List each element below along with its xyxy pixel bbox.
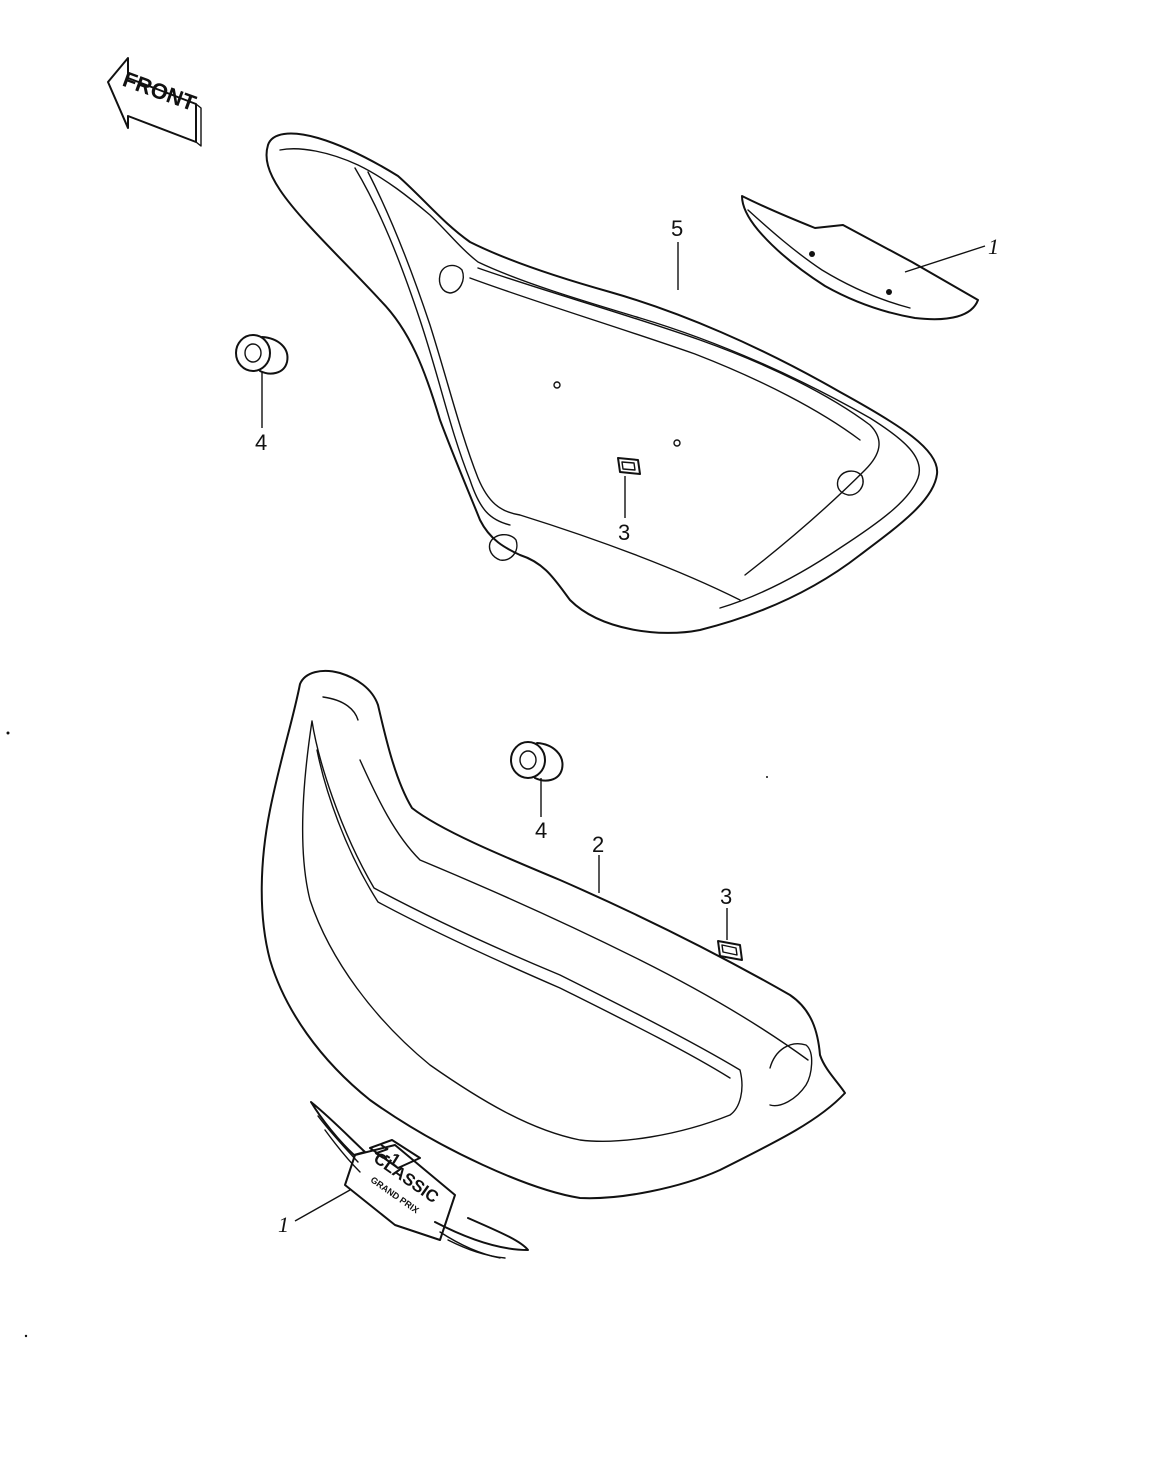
front-label: FRONT	[120, 67, 200, 117]
leader-lines	[261, 242, 986, 1222]
upper-clip	[617, 457, 641, 475]
callout-upper-cover: 5	[671, 216, 683, 241]
callout-upper-clip: 3	[618, 520, 630, 545]
callout-lower-emblem: 1	[278, 1212, 289, 1237]
lower-emblem: Z-1 CLASSIC GRAND PRIX	[310, 1101, 529, 1259]
lower-clip	[717, 940, 743, 961]
scan-speck	[766, 776, 768, 778]
callout-lower-grommet: 4	[535, 818, 547, 843]
lower-side-cover	[260, 669, 846, 1200]
scan-speck	[6, 731, 10, 735]
callout-upper-grommet: 4	[255, 430, 267, 455]
upper-side-cover	[265, 132, 939, 634]
callout-lower-cover: 2	[592, 832, 604, 857]
callout-lower-clip: 3	[720, 884, 732, 909]
upper-grommet	[235, 334, 289, 375]
callout-upper-emblem: 1	[988, 234, 999, 259]
lower-grommet	[510, 741, 564, 782]
front-arrow: FRONT	[107, 57, 202, 147]
scan-speck	[24, 1334, 28, 1338]
upper-emblem	[741, 195, 979, 321]
